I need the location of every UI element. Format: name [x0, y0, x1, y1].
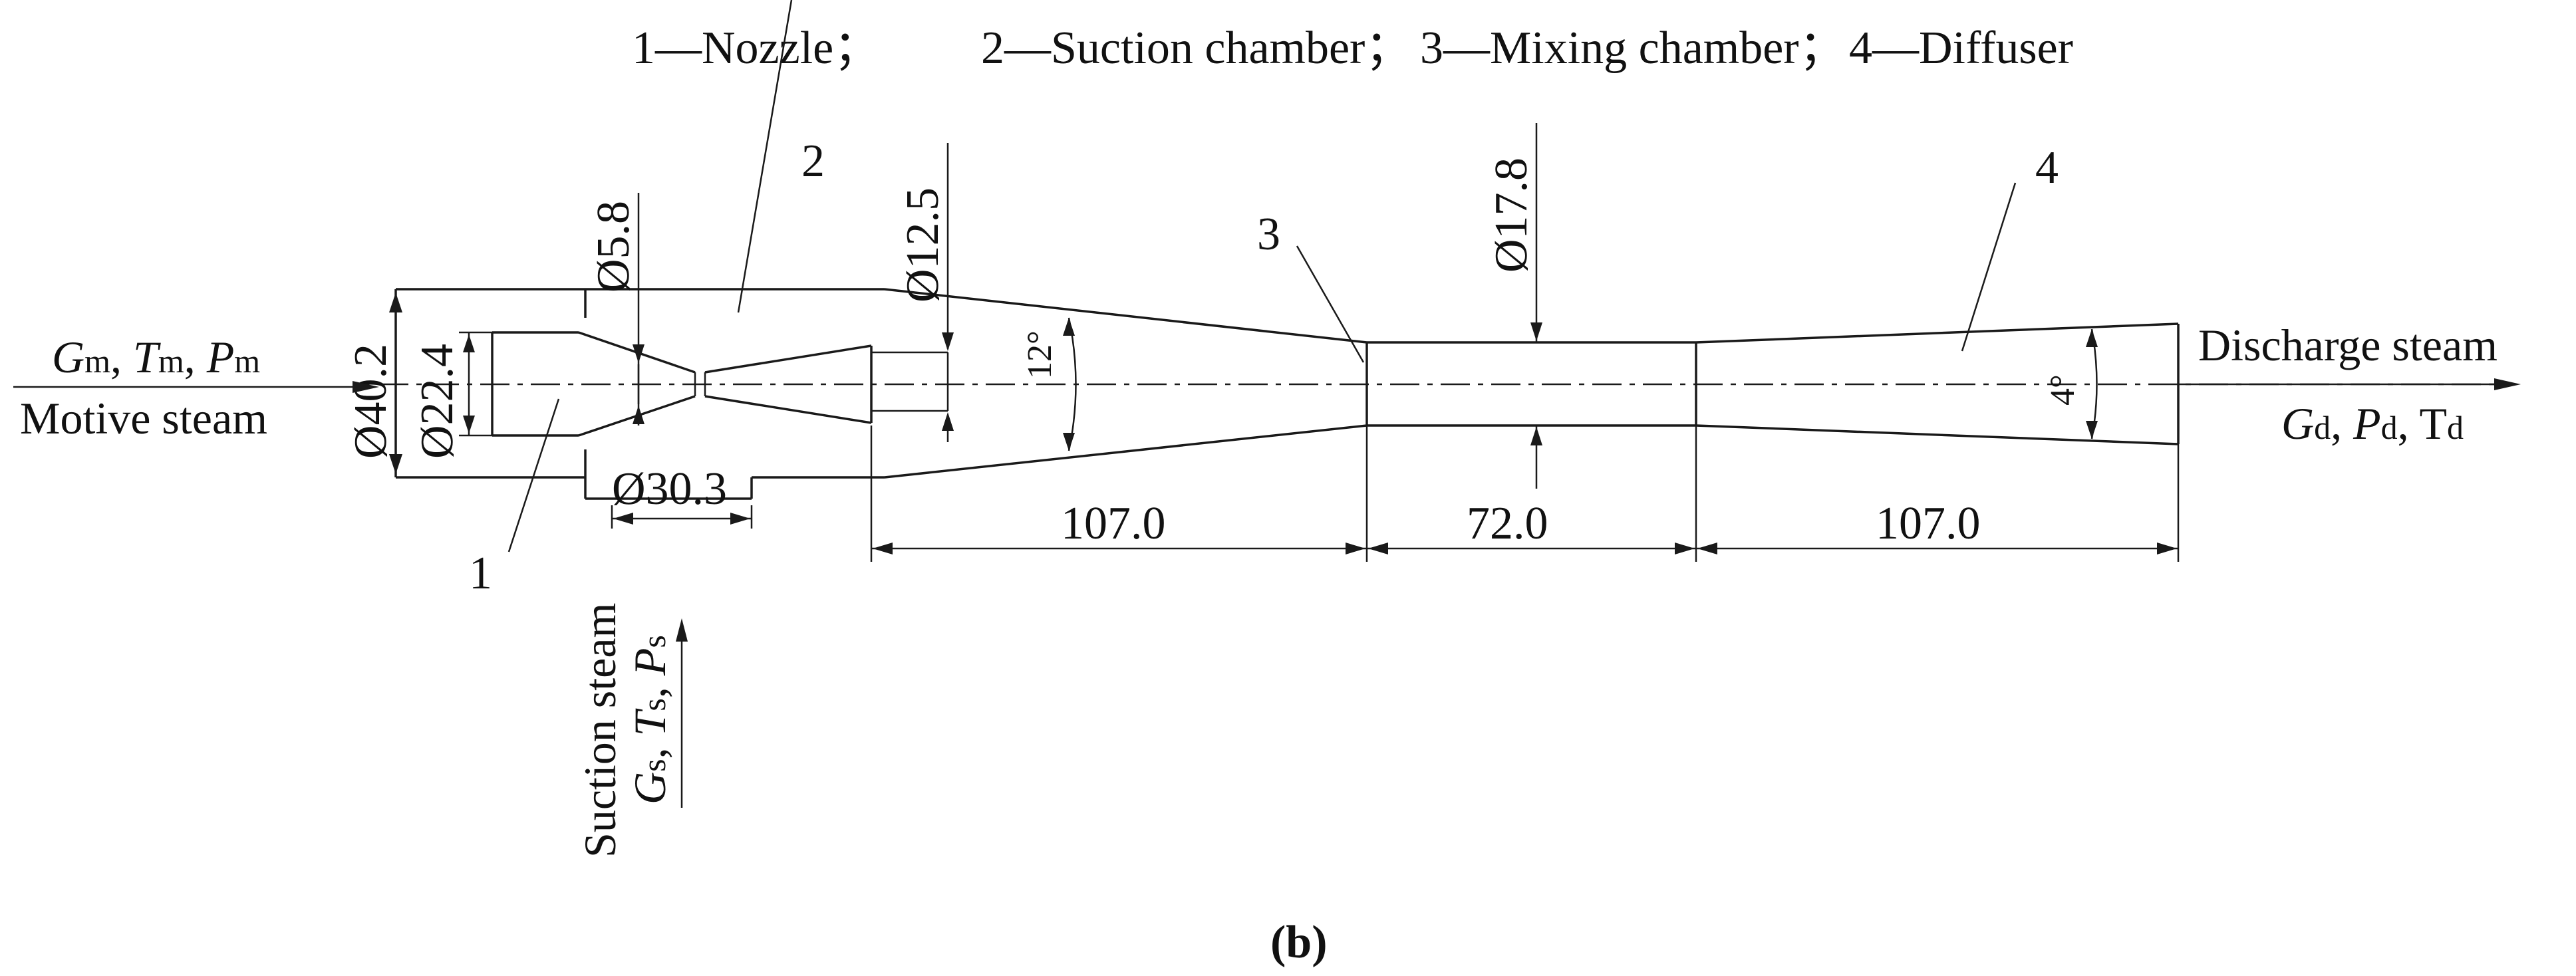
- outlet-t: T: [2419, 398, 2447, 449]
- dim-exit-diameter-label: Ø12.5: [897, 187, 948, 303]
- dim-diffuser-angle: 4°: [2044, 328, 2098, 439]
- dim-suction-diameter: Ø30.3: [611, 463, 753, 529]
- inlet-g-sub: m: [84, 342, 110, 380]
- dim-exit-diameter: Ø12.5: [897, 143, 954, 442]
- ejector-body: [394, 288, 2180, 500]
- callout-4: 4: [2035, 142, 2059, 193]
- dim-converge-angle-label: 12°: [1021, 330, 1059, 379]
- dim-diffuser-angle-label: 4°: [2044, 374, 2082, 406]
- inlet-annotation: Gm, Tm, Pm Motive steam: [13, 332, 379, 443]
- suction-label: Suction steam: [575, 603, 625, 858]
- legend-suction-chamber: 2—Suction chamber；: [981, 23, 1411, 74]
- outlet-p-sub: d: [2381, 409, 2398, 446]
- outlet-annotation: Discharge steam Gd, Pd, Td: [2178, 320, 2521, 449]
- outlet-p: P: [2353, 398, 2381, 449]
- legend-mixing-chamber: 3—Mixing chamber；: [1420, 23, 1846, 74]
- dim-throat-diameter: Ø5.8: [588, 193, 644, 426]
- inlet-t-sub: m: [158, 342, 184, 380]
- dim-lengths: 107.0 72.0 107.0: [870, 426, 2180, 562]
- dim-throat-diameter-label: Ø5.8: [588, 201, 639, 293]
- suction-p-sub: s: [635, 635, 672, 648]
- callouts: 1 2 3 4: [469, 0, 2059, 599]
- inlet-g: G: [52, 332, 84, 382]
- outlet-label: Discharge steam: [2198, 320, 2498, 370]
- dim-outer-diameter-label: Ø40.2: [345, 344, 396, 459]
- dim-mix-length: 72.0: [1467, 498, 1548, 549]
- legend-nozzle: 1—Nozzle；: [632, 23, 880, 74]
- inlet-label: Motive steam: [20, 393, 267, 443]
- dim-suction-diameter-label: Ø30.3: [612, 463, 727, 515]
- suction-annotation: Suction steam Gs, Ts, Ps: [575, 603, 688, 858]
- inlet-t: T: [133, 332, 161, 382]
- outlet-variables: Gd, Pd, Td: [2281, 398, 2464, 449]
- dim-mix-diameter: Ø17.8: [1486, 123, 1542, 489]
- suction-g: G: [625, 772, 675, 804]
- suction-t-sub: s: [635, 698, 672, 711]
- dim-outer-diameter: Ø40.2: [345, 289, 402, 477]
- figure-caption: (b): [1270, 917, 1328, 968]
- callout-2: 2: [801, 136, 825, 187]
- outlet-t-sub: d: [2447, 409, 2464, 446]
- legend-diffuser: 4—Diffuser: [1849, 23, 2073, 74]
- dim-converge-length: 107.0: [1061, 498, 1166, 549]
- dim-converge-angle: 12°: [1021, 317, 1077, 451]
- outlet-g-sub: d: [2314, 409, 2331, 446]
- dim-diffuser-length: 107.0: [1876, 498, 1981, 549]
- dim-inner-diameter: Ø22.4: [412, 331, 492, 459]
- inlet-variables: Gm, Tm, Pm: [52, 332, 260, 382]
- inlet-p: P: [206, 332, 235, 382]
- suction-g-sub: s: [635, 759, 672, 771]
- inlet-p-sub: m: [234, 342, 260, 380]
- suction-t: T: [625, 708, 675, 736]
- dim-mix-diameter-label: Ø17.8: [1486, 158, 1537, 273]
- callout-3: 3: [1257, 209, 1280, 260]
- outlet-g: G: [2281, 398, 2314, 449]
- suction-p: P: [625, 648, 675, 677]
- suction-variables: Gs, Ts, Ps: [625, 635, 675, 804]
- dim-inner-diameter-label: Ø22.4: [412, 344, 463, 459]
- callout-1: 1: [469, 548, 492, 599]
